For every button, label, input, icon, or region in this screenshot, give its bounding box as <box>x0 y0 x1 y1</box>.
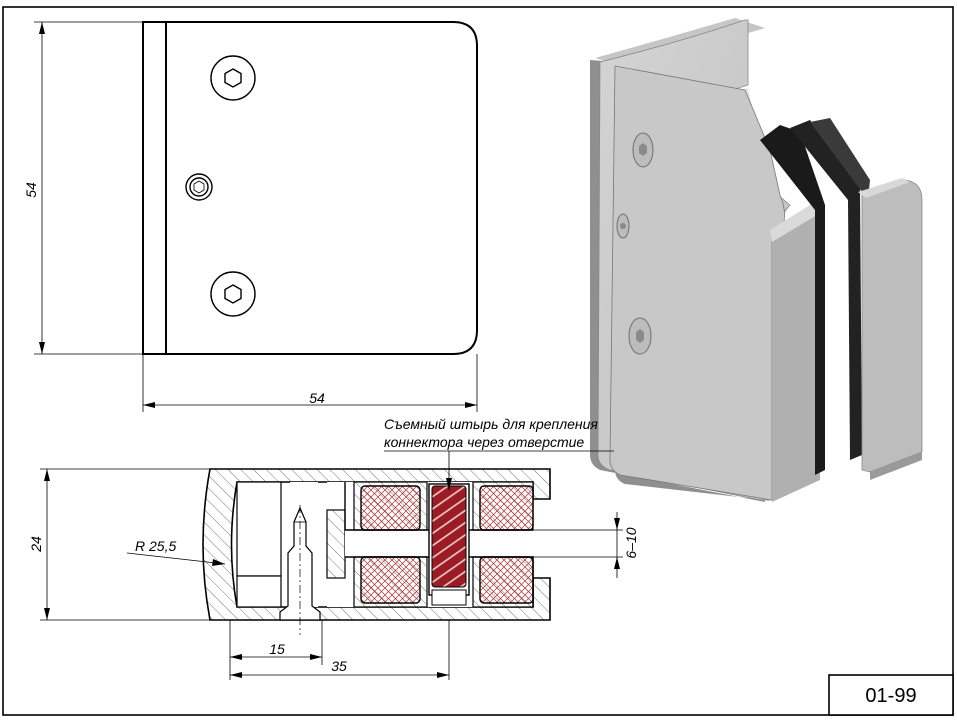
gap-dimension: 6–10 <box>533 512 639 578</box>
bolt <box>279 505 321 635</box>
pin-callout: Съемный штырь для крепления коннектора ч… <box>384 416 614 490</box>
title-block: 01-99 <box>828 674 954 716</box>
hex-socket-screw-icon <box>210 271 256 317</box>
dim-35-label: 35 <box>331 658 347 674</box>
dim-15-label: 15 <box>269 641 285 657</box>
sheet-border <box>2 6 954 716</box>
radius-callout: R 25,5 <box>126 538 226 566</box>
gap-dim-label: 6–10 <box>623 527 639 558</box>
clamp-front-plate <box>609 65 785 501</box>
height-dimension: 54 <box>23 21 143 355</box>
thickness-dim-label: 24 <box>28 536 44 553</box>
rubber-gasket <box>760 125 825 475</box>
gasket-block <box>360 556 421 604</box>
section-view: 24 R 25,5 15 35 <box>28 416 639 680</box>
gasket-block <box>360 485 421 531</box>
clamp-back-plate <box>861 179 923 473</box>
gasket-block <box>479 556 534 604</box>
hex-socket-screw-icon <box>632 132 654 168</box>
hex-socket-screw-icon <box>210 55 256 101</box>
hex-socket-screw-icon <box>628 317 652 355</box>
height-dim-label: 54 <box>23 182 39 198</box>
radius-label: R 25,5 <box>135 538 176 554</box>
width-dimension: 54 <box>142 354 478 412</box>
clamp-outline <box>142 21 478 355</box>
set-screw-icon <box>185 173 213 201</box>
top-view: 54 54 <box>23 21 478 412</box>
dimension-35: 35 <box>230 620 450 680</box>
thickness-dimension: 24 <box>28 468 210 621</box>
isometric-render <box>590 18 923 502</box>
pin-note-line1: Съемный штырь для крепления <box>384 416 598 432</box>
set-screw-icon <box>616 213 630 239</box>
dimension-15: 15 <box>229 620 323 680</box>
width-dim-label: 54 <box>309 390 325 406</box>
gasket-block <box>479 485 534 531</box>
pin-note-line2: коннектора через отверстие <box>384 434 584 450</box>
drawing-code: 01-99 <box>865 685 916 707</box>
